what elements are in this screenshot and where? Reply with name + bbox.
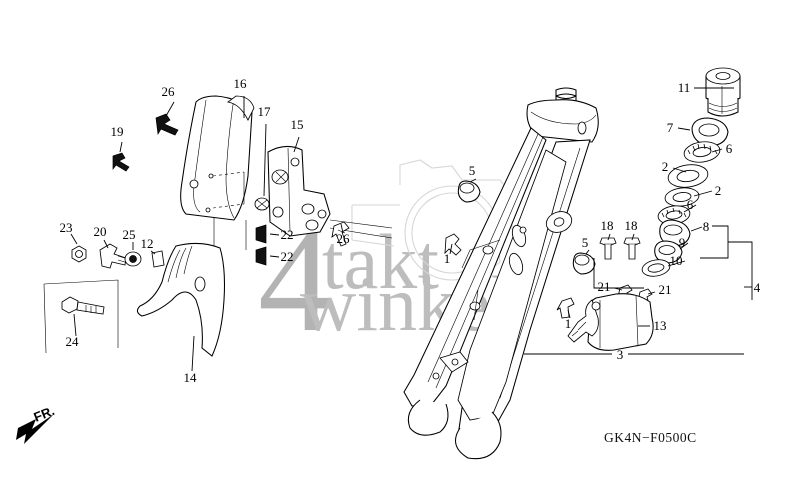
callout-25: 25 [123,227,136,242]
callout-15: 15 [291,117,304,132]
callout-17: 17 [258,104,272,119]
callout-22-upper: 22 [281,227,294,242]
callout-5-upper: 5 [469,163,476,178]
callout-1-upper: 1 [444,251,451,266]
callout-21-left: 21 [598,279,611,294]
callout-12: 12 [141,236,154,251]
callout-5-lower: 5 [582,235,589,250]
callout-21-right: 21 [659,282,672,297]
part-14-lower-fork-cover [136,242,226,357]
part-15-handle-mount-bracket [267,145,393,239]
callout-16: 16 [234,76,248,91]
callout-labels: 26 16 17 15 19 11 7 6 2 2 6 8 9 10 4 5 5… [60,76,761,385]
leader-lines [70,87,753,372]
callout-8: 8 [703,219,710,234]
callout-7: 7 [667,120,674,135]
callout-6-upper: 6 [726,141,733,156]
callout-19: 19 [111,124,124,139]
fastener-group [43,113,654,354]
fr-label: FR. [32,403,57,425]
callout-1-lower: 1 [565,316,572,331]
callout-11: 11 [678,80,691,95]
callout-14: 14 [184,370,198,385]
callout-2-lower: 2 [715,183,722,198]
callout-6-lower: 6 [687,197,694,212]
callout-26-top: 26 [162,84,176,99]
callout-20: 20 [94,224,107,239]
steering-stem-frame [403,87,599,460]
part-16-upper-fork-cover [180,95,255,252]
callout-22-lower: 22 [281,249,294,264]
watermark-ghost-outline-2 [351,204,400,247]
callout-24: 24 [66,334,80,349]
part-number-label: GK4N−F0500C [604,430,697,445]
callout-18-right: 18 [625,218,638,233]
callout-2-upper: 2 [662,159,669,174]
callout-4: 4 [754,280,761,295]
callout-3: 3 [617,347,624,362]
callout-26-mid: 26 [337,231,351,246]
callout-9: 9 [679,235,686,250]
orientation-arrow: FR. [16,403,57,444]
steering-bearing-stack [641,67,741,277]
callout-18-left: 18 [601,218,614,233]
callout-23: 23 [60,220,73,235]
callout-10: 10 [670,253,683,268]
callout-13: 13 [654,318,667,333]
